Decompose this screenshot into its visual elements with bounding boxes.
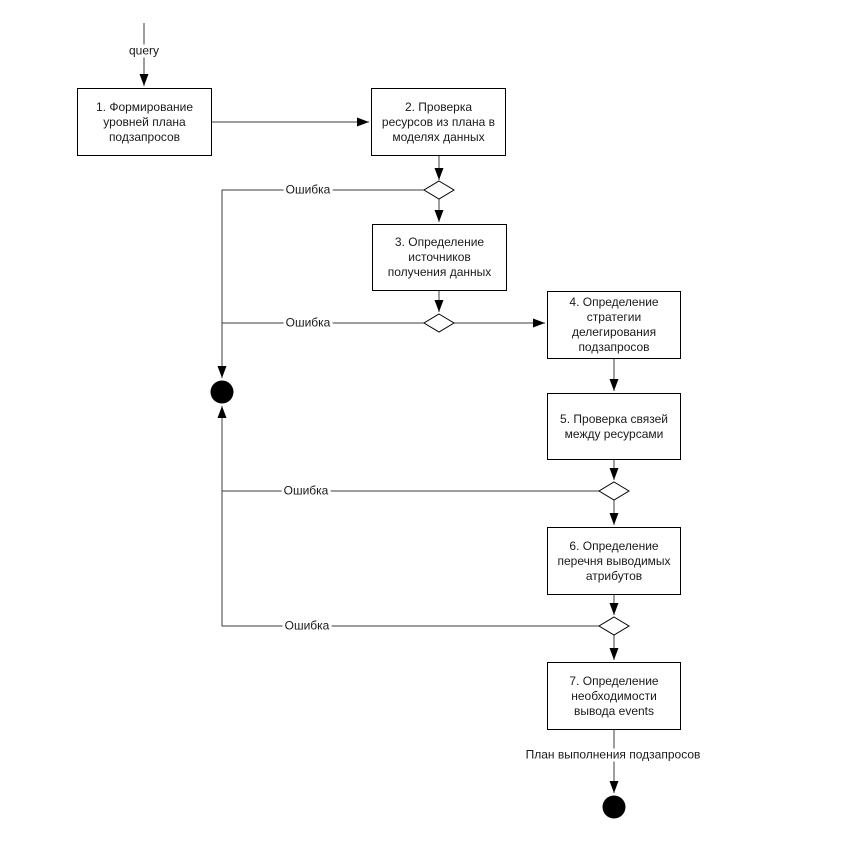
edge-error4-to-merge	[217, 406, 599, 627]
activity-box-2: 2. Проверка ресурсов из плана в моделях …	[371, 88, 506, 156]
activity-box-6: 6. Определение перечня выводимых атрибут…	[547, 527, 681, 595]
error-edge-label-4: Ошибка	[282, 618, 332, 633]
activity-box-4: 4. Определение стратегии делегирования п…	[547, 291, 681, 359]
decision-diamond-2	[423, 313, 455, 333]
decision-diamond-3	[598, 481, 630, 501]
output-edge-label: План выполнения подзапросов	[523, 747, 703, 762]
decision-diamond-1	[423, 180, 455, 200]
edge-error1-to-merge	[217, 189, 424, 378]
activity-box-7: 7. Определение необходимости вывода even…	[547, 662, 681, 730]
error-edge-label-1: Ошибка	[283, 182, 333, 197]
merge-node	[210, 380, 234, 404]
activity-box-1: 1. Формирование уровней плана подзапросо…	[77, 88, 212, 156]
start-edge-label: query	[126, 43, 162, 58]
activity-box-5: 5. Проверка связей между ресурсами	[547, 393, 681, 460]
error-edge-label-3: Ошибка	[281, 483, 331, 498]
final-node	[602, 795, 626, 819]
activity-box-3: 3. Определение источников получения данн…	[372, 224, 507, 291]
error-edge-label-2: Ошибка	[283, 315, 333, 330]
decision-diamond-4	[598, 616, 630, 636]
